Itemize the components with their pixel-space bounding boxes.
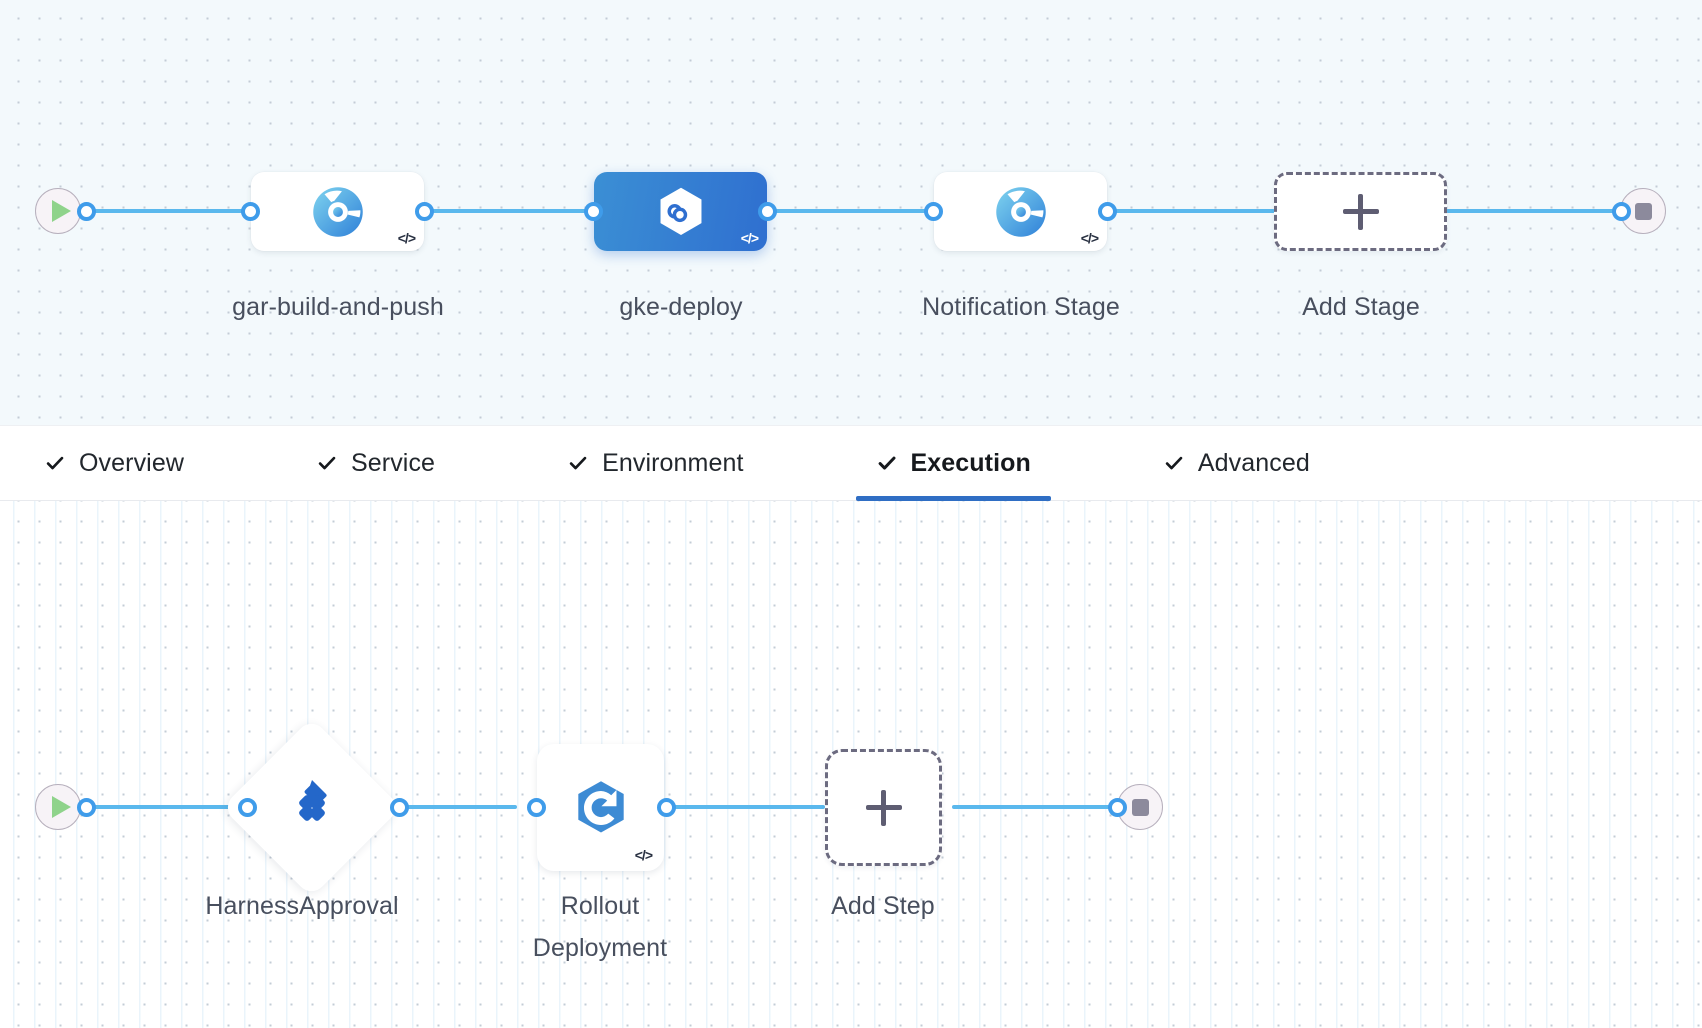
edge-step-1-to-step-2 xyxy=(392,805,517,809)
check-icon xyxy=(878,456,895,470)
stage-3-in-port[interactable] xyxy=(924,202,943,221)
tab-overview-label: Overview xyxy=(79,448,184,477)
tab-execution[interactable]: Execution xyxy=(854,425,1053,501)
step-label-harness-approval: HarnessApproval xyxy=(205,892,399,920)
stage-code-badge: </> xyxy=(740,230,759,246)
edge-stage-1-to-stage-2 xyxy=(418,209,598,213)
step-1-out-port[interactable] xyxy=(390,798,409,817)
harness-ci-icon xyxy=(312,186,363,237)
stage-config-tabs: Overview Service Environment Execution xyxy=(0,425,1702,501)
edge-add-step-to-end xyxy=(952,805,1117,809)
play-icon xyxy=(51,200,71,222)
plus-icon xyxy=(1342,193,1379,230)
stage-graph-canvas[interactable]: </> gar-build-and-push </> gke-deploy xyxy=(0,0,1702,425)
tab-environment-label: Environment xyxy=(602,448,744,477)
stage-node-notification-stage[interactable]: </> xyxy=(934,172,1107,251)
stage-end-port[interactable] xyxy=(1612,202,1631,221)
stage-2-out-port[interactable] xyxy=(758,202,777,221)
tab-service[interactable]: Service xyxy=(294,425,457,501)
stage-2-in-port[interactable] xyxy=(584,202,603,221)
tab-execution-label: Execution xyxy=(910,448,1031,477)
stage-code-badge: </> xyxy=(397,230,416,246)
stage-1-out-port[interactable] xyxy=(415,202,434,221)
stage-1-in-port[interactable] xyxy=(241,202,260,221)
tab-spacer xyxy=(1053,463,1141,464)
tab-overview[interactable]: Overview xyxy=(22,425,206,501)
stop-icon xyxy=(1634,202,1652,220)
tab-spacer xyxy=(766,463,854,464)
stage-node-gke-deploy[interactable]: </> xyxy=(594,172,767,251)
step-code-badge: </> xyxy=(634,847,653,863)
tab-service-label: Service xyxy=(351,448,436,477)
stage-label-gke-deploy: gke-deploy xyxy=(619,293,743,321)
stage-start-node[interactable] xyxy=(35,188,81,234)
stage-label-notification-stage: Notification Stage xyxy=(922,293,1120,321)
execution-start-node[interactable] xyxy=(35,784,81,830)
play-icon xyxy=(51,796,71,818)
step-2-in-port[interactable] xyxy=(527,798,546,817)
step-2-out-port[interactable] xyxy=(657,798,676,817)
execution-graph-canvas[interactable]: HarnessApproval </> Rollout Deployment A… xyxy=(0,501,1702,1028)
harness-cd-infinity-icon xyxy=(660,187,701,235)
stage-label-gar-build-and-push: gar-build-and-push xyxy=(232,293,444,321)
add-stage-label: Add Stage xyxy=(1302,293,1420,321)
tab-spacer xyxy=(206,463,294,464)
add-step-label: Add Step xyxy=(831,892,935,920)
execution-end-port[interactable] xyxy=(1108,798,1127,817)
edge-step-2-to-add-step xyxy=(660,805,825,809)
step-1-in-port[interactable] xyxy=(238,798,257,817)
check-icon xyxy=(1165,456,1183,470)
step-node-rollout-deployment[interactable]: </> xyxy=(537,744,664,871)
edge-start-to-step-1 xyxy=(86,805,241,809)
edge-stage-3-to-add-stage xyxy=(1100,209,1275,213)
execution-start-port[interactable] xyxy=(77,798,96,817)
check-icon xyxy=(318,456,336,470)
stop-icon xyxy=(1131,798,1149,816)
check-icon xyxy=(46,456,64,470)
step-label-rollout-deployment: Rollout Deployment xyxy=(532,892,668,962)
check-icon xyxy=(569,456,587,470)
stage-code-badge: </> xyxy=(1080,230,1099,246)
add-stage-button[interactable] xyxy=(1274,172,1447,251)
add-step-button[interactable] xyxy=(825,749,942,866)
edge-add-stage-to-end xyxy=(1446,209,1621,213)
tab-advanced[interactable]: Advanced xyxy=(1141,425,1332,501)
stage-3-out-port[interactable] xyxy=(1098,202,1117,221)
tab-advanced-label: Advanced xyxy=(1197,448,1310,477)
plus-icon xyxy=(865,789,902,826)
tab-spacer xyxy=(457,463,545,464)
stage-start-port[interactable] xyxy=(77,202,96,221)
kubernetes-rollout-icon xyxy=(577,780,624,833)
harness-ci-icon xyxy=(995,186,1046,237)
stage-node-gar-build-and-push[interactable]: </> xyxy=(251,172,424,251)
edge-stage-2-to-stage-3 xyxy=(760,209,932,213)
tab-environment[interactable]: Environment xyxy=(545,425,765,501)
edge-start-to-stage-1 xyxy=(86,209,256,213)
